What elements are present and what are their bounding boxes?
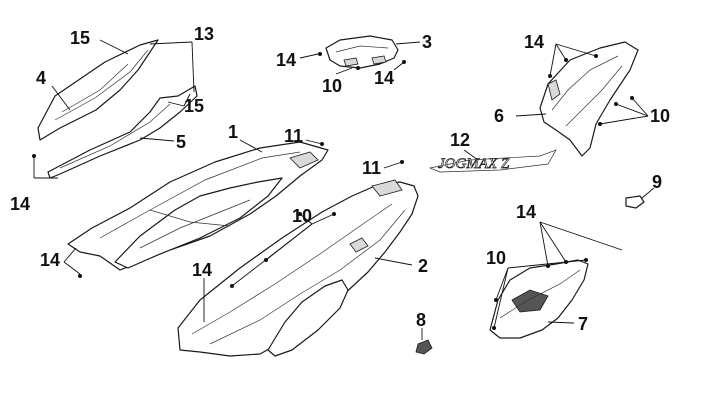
part-4-upper-left-cover — [37, 39, 159, 141]
callout-10-lower-right: 10 — [486, 248, 506, 268]
callout-10-centre: 10 — [292, 206, 312, 226]
callout-14-lower-right: 14 — [516, 202, 536, 222]
callout-4: 4 — [36, 68, 46, 88]
callout-11-right: 11 — [362, 158, 381, 178]
callout-8: 8 — [416, 310, 426, 330]
emblem-text: JOGMAX Z — [438, 156, 510, 172]
callout-14-upper-right: 14 — [524, 32, 544, 52]
callout-14-top-left: 14 — [276, 50, 296, 70]
leader-lines — [33, 39, 655, 340]
callout-3: 3 — [422, 32, 432, 52]
part-5-side-strip — [47, 85, 198, 179]
callout-9: 9 — [652, 172, 662, 192]
callout-15-top: 15 — [70, 28, 90, 48]
callout-10-top: 10 — [322, 76, 342, 96]
callout-13: 13 — [194, 24, 214, 44]
callout-10-upper-right: 10 — [650, 106, 670, 126]
callout-2: 2 — [418, 256, 428, 276]
callout-14-left-mid: 14 — [40, 250, 60, 270]
callout-14-centre: 14 — [192, 260, 212, 280]
part-12-emblem: JOGMAX Z — [428, 149, 557, 173]
callout-12: 12 — [450, 130, 470, 150]
callout-14-top-right: 14 — [374, 68, 394, 88]
part-1-left-side-cover — [67, 141, 329, 271]
callout-15-mid: 15 — [184, 96, 204, 116]
callout-14-left-bottom: 14 — [10, 194, 30, 214]
part-9-screw — [625, 195, 645, 209]
callout-5: 5 — [176, 132, 186, 152]
callout-labels: 1 2 3 4 5 6 7 8 9 10 10 10 10 11 11 12 1… — [10, 24, 670, 334]
callout-11-left: 11 — [284, 126, 303, 146]
part-8-clip — [415, 339, 433, 355]
part-6-rear-bracket — [539, 41, 639, 157]
part-3-top-cover — [325, 35, 399, 69]
part-7-lower-bracket — [489, 259, 589, 339]
callout-7: 7 — [578, 314, 588, 334]
callout-6: 6 — [494, 106, 504, 126]
callout-1: 1 — [228, 122, 238, 142]
part-2-right-side-cover — [177, 179, 419, 357]
